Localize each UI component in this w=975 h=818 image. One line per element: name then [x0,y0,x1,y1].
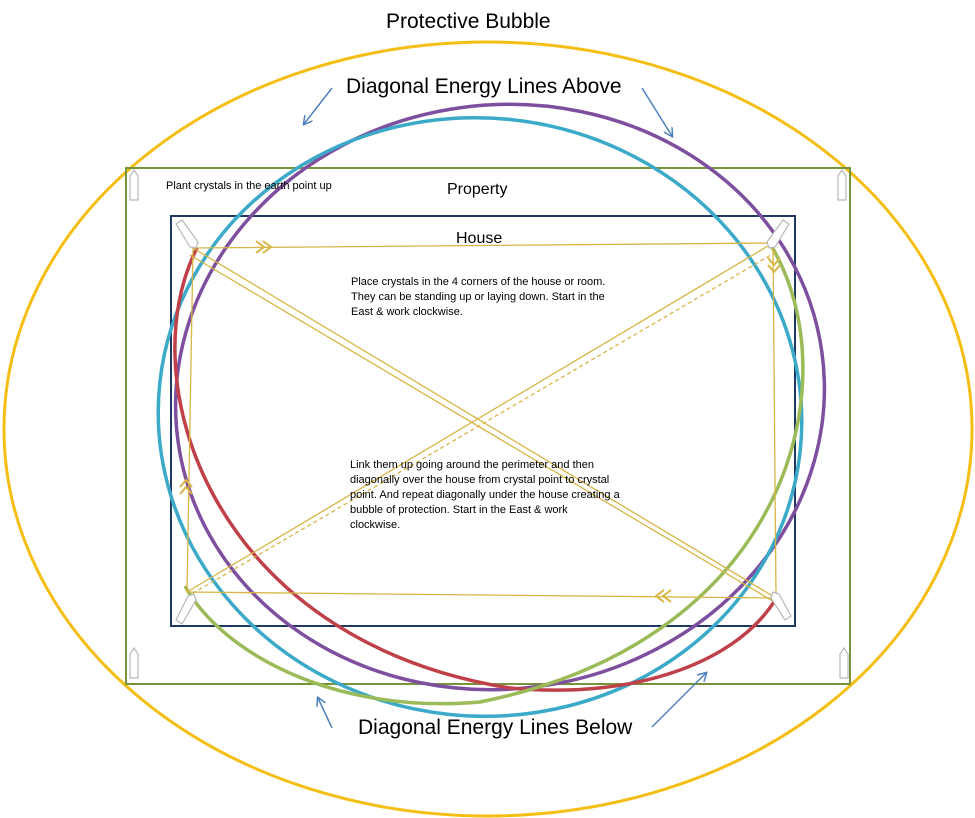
diagram-title: Protective Bubble [386,10,551,33]
chevron-north-icon [179,478,193,495]
chevron-east-icon [255,240,273,254]
protective-bubble-ellipse [2,40,974,818]
direction-chevrons [179,240,781,603]
crystals [129,168,849,679]
crystal-link-lines [186,242,777,604]
arrow-below-left-icon [318,698,333,729]
chevron-west-icon [654,589,672,603]
blue-energy-line [156,115,804,719]
energy-below-label: Diagonal Energy Lines Below [358,716,633,739]
crystal-house-br-icon [770,591,792,621]
energy-above-label: Diagonal Energy Lines Above [346,75,622,98]
red-energy-line [173,247,779,692]
corners-note: Place crystals in the 4 corners of the h… [351,276,606,318]
arrow-below-right-icon [651,673,706,728]
crystal-house-bl-icon [175,593,197,625]
house-label: House [456,230,503,247]
link-note: Link them up going around the perimeter … [350,459,620,531]
purple-energy-line [173,102,827,692]
house-boundary [170,215,796,627]
crystal-property-br-icon [839,646,849,679]
plant-crystals-note: Plant crystals in the earth point up [166,180,332,192]
crystal-property-bl-icon [129,646,139,679]
crystal-house-tr-icon [766,219,790,249]
arrow-above-left-icon [304,87,333,124]
pointer-arrows [304,87,706,729]
green-energy-line [183,246,805,706]
arrow-above-right-icon [641,87,672,136]
crystal-house-tl-icon [175,219,199,249]
crystal-property-tr-icon [837,168,847,201]
property-label: Property [447,181,508,198]
chevron-south-icon [767,257,781,274]
crystal-property-tl-icon [129,168,139,201]
